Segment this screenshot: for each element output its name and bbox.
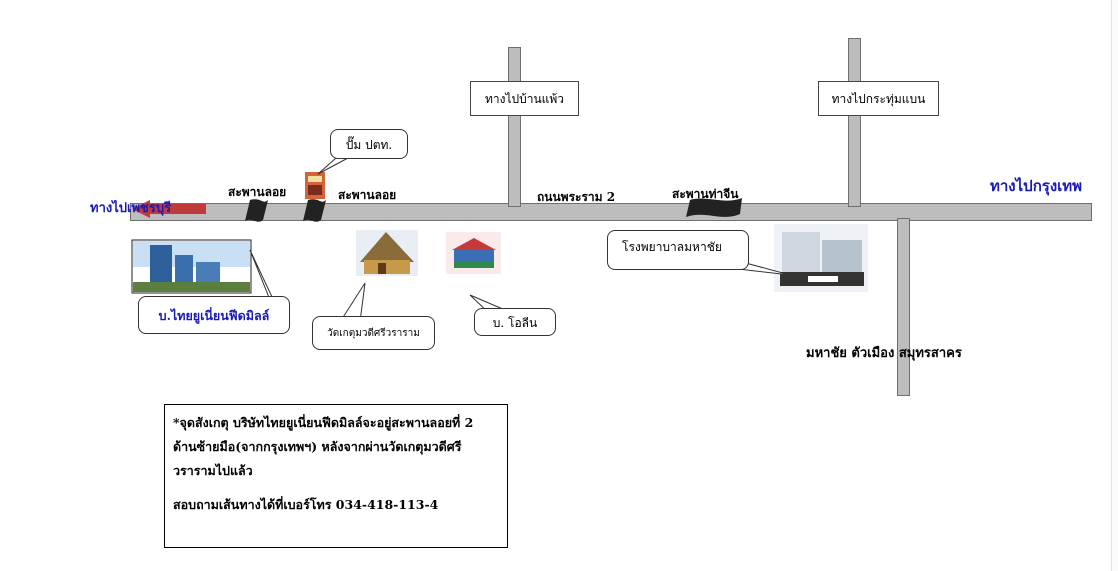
tha-chin-bridge-label: สะพานท่าจีน [672, 187, 739, 201]
to-bangkok-label: ทางไปกรุงเทพ [990, 177, 1083, 195]
mahachai-town-label: มหาชัย ตัวเมือง สมุทรสาคร [806, 346, 962, 361]
gas-station-callout-tail [317, 157, 349, 175]
thai-union-callout: บ.ไทยยูเนี่ยนฟีดมิลล์ [138, 296, 290, 334]
olean-callout: บ. โอลีน [474, 308, 556, 336]
bridge-loi-label-1: สะพานลอย [228, 185, 287, 199]
bridge-icon-1 [245, 199, 268, 222]
krathum-baen-road [848, 38, 861, 207]
bridge-icon-tha-chin [686, 198, 742, 217]
mahachai-road [897, 218, 910, 396]
rama2-main-road [130, 203, 1092, 221]
temple-icon [356, 230, 418, 276]
hospital-callout: โรงพยาบาลมหาชัย [607, 230, 749, 270]
rama2-road-label: ถนนพระราม 2 [537, 190, 616, 204]
bridge-loi-label-2: สะพานลอย [338, 188, 397, 202]
note-line-2: ด้านซ้ายมือ(จากกรุงเทพฯ) หลังจากผ่านวัดเ… [173, 439, 462, 454]
note-contact: สอบถามเส้นทางได้ที่เบอร์โทร 034-418-113-… [173, 497, 439, 512]
gas-station-callout: ปั๊ม ปตท. [330, 129, 408, 159]
hospital-building-icon [774, 224, 868, 292]
to-phetchaburi-label: ทางไปเพชรบุรี [90, 201, 172, 216]
gas-station-icon [305, 172, 325, 199]
sign-ban-phaeo: ทางไปบ้านแพ้ว [470, 81, 579, 116]
temple-callout: วัดเกตุมวดีศรีวราราม [312, 316, 435, 350]
olean-building-icon [446, 232, 501, 274]
page-right-edge [1111, 0, 1118, 571]
directions-note-box: *จุดสังเกตุ บริษัทไทยยูเนี่ยนฟีดมิลล์จะอ… [164, 404, 508, 548]
sign-krathum-baen: ทางไปกระทุ่มแบน [818, 81, 939, 116]
thai-union-factory-icon [131, 239, 252, 294]
note-line-3: วรารามไปแล้ว [173, 463, 253, 478]
arrow-left-icon [132, 200, 206, 218]
bridge-icon-2 [303, 199, 326, 222]
note-line-1: *จุดสังเกตุ บริษัทไทยยูเนี่ยนฟีดมิลล์จะอ… [173, 415, 474, 430]
temple-callout-tail [339, 282, 366, 323]
